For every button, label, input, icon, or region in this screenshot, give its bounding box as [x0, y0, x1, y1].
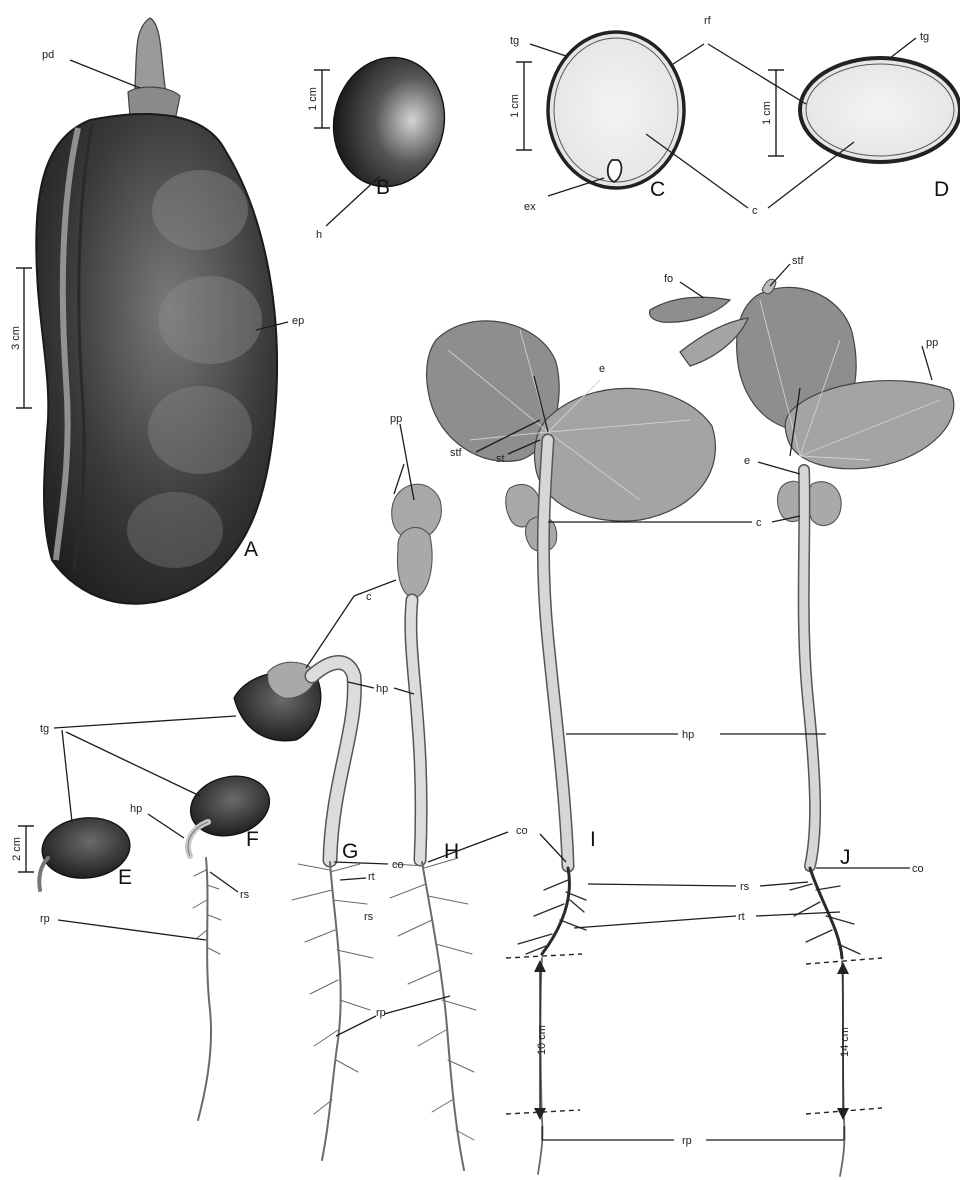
label-tg-efg: tg [40, 723, 49, 735]
scale-label-c: 1 cm [509, 94, 521, 118]
seed-section-d [800, 58, 960, 162]
figure-letter-e: E [118, 866, 132, 889]
scale-bar-c: 1 cm [509, 62, 532, 150]
label-stf-j: stf [792, 255, 805, 267]
label-co-g: co [392, 859, 404, 871]
scale-label-i: 10 cm [536, 1025, 548, 1055]
scale-bar-e: 2 cm [11, 826, 34, 872]
label-fo: fo [664, 273, 673, 285]
label-e-i: e [599, 363, 605, 375]
figure-letter-j: J [840, 846, 851, 869]
scale-label-j: 14 cm [839, 1027, 851, 1057]
figure-letter-b: B [376, 176, 390, 199]
soil-level-markers [506, 954, 882, 1114]
pod-illustration [36, 18, 277, 604]
label-tg-d: tg [920, 31, 929, 43]
label-rs-f: rs [240, 889, 250, 901]
label-co-i: co [516, 825, 528, 837]
label-e-j: e [744, 455, 750, 467]
label-c-ij: c [756, 517, 762, 529]
scale-label-b: 1 cm [307, 87, 319, 111]
figure-letter-c: C [650, 178, 665, 201]
label-rp-gh: rp [376, 1007, 386, 1019]
figure-letter-f: F [246, 828, 259, 851]
scale-label-d: 1 cm [761, 101, 773, 125]
seedling-f-illustration [184, 768, 276, 1120]
label-rf: rf [704, 15, 712, 27]
label-pp-j: pp [926, 337, 938, 349]
label-rs-g: rs [364, 911, 374, 923]
label-pp-h: pp [390, 413, 402, 425]
label-rt-ij: rt [738, 911, 745, 923]
scale-bar-a: 3 cm [10, 268, 32, 408]
seedling-g-illustration [234, 662, 373, 1160]
label-rs-ij: rs [740, 881, 750, 893]
figure-letter-a: A [244, 538, 258, 561]
label-c-cd: c [752, 205, 758, 217]
label-tg-c: tg [510, 35, 519, 47]
label-hp-ij: hp [682, 729, 694, 741]
label-ep: ep [292, 315, 304, 327]
label-rp-ij: rp [682, 1135, 692, 1147]
figure-letter-i: I [590, 828, 596, 851]
scale-bar-b: 1 cm [307, 70, 330, 128]
label-rt-g: rt [368, 871, 375, 883]
label-pd: pd [42, 49, 54, 61]
scale-label-e: 2 cm [11, 837, 23, 861]
figure-letter-g: G [342, 840, 358, 863]
figure-letter-h: H [444, 840, 459, 863]
seed-section-c [548, 32, 684, 188]
seedling-h-illustration [390, 484, 476, 1170]
label-c-gh: c [366, 591, 372, 603]
label-rp-ef: rp [40, 913, 50, 925]
seed-illustration [322, 47, 457, 197]
seedling-i-illustration [427, 321, 716, 1174]
scale-label-a: 3 cm [10, 326, 22, 350]
label-hp-f: hp [130, 803, 142, 815]
label-stf-i: stf [450, 447, 463, 459]
label-st: st [496, 453, 505, 465]
label-ex: ex [524, 201, 536, 213]
label-h: h [316, 229, 322, 241]
label-hp-gh: hp [376, 683, 388, 695]
label-co-j: co [912, 863, 924, 875]
figure-letter-d: D [934, 178, 949, 201]
